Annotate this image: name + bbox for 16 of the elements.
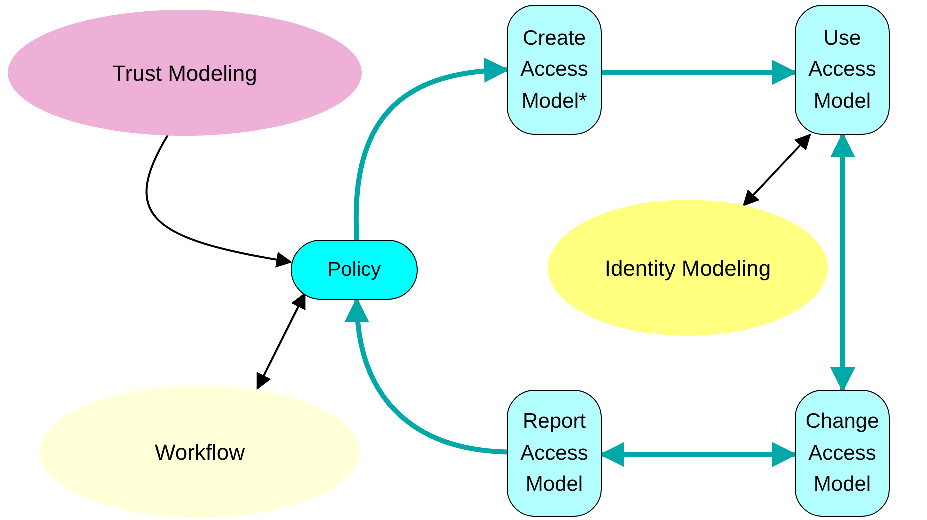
stadium-node: Policy (291, 240, 418, 300)
arrow (600, 442, 798, 468)
rounded-box: Report Access Model (507, 390, 602, 517)
rounded-box: Create Access Model* (507, 5, 602, 135)
ellipse-node: Identity Modeling (548, 200, 828, 336)
arrow (602, 60, 798, 86)
rounded-box: Change Access Model (795, 390, 890, 517)
arrow (256, 292, 306, 390)
arrow (742, 134, 812, 207)
arrow (146, 134, 293, 268)
ellipse-node: Workflow (40, 386, 360, 518)
arrow (354, 58, 510, 240)
arrow (830, 132, 856, 392)
ellipse-node: Trust Modeling (8, 10, 362, 136)
rounded-box: Use Access Model (795, 5, 890, 135)
arrow (346, 298, 508, 455)
